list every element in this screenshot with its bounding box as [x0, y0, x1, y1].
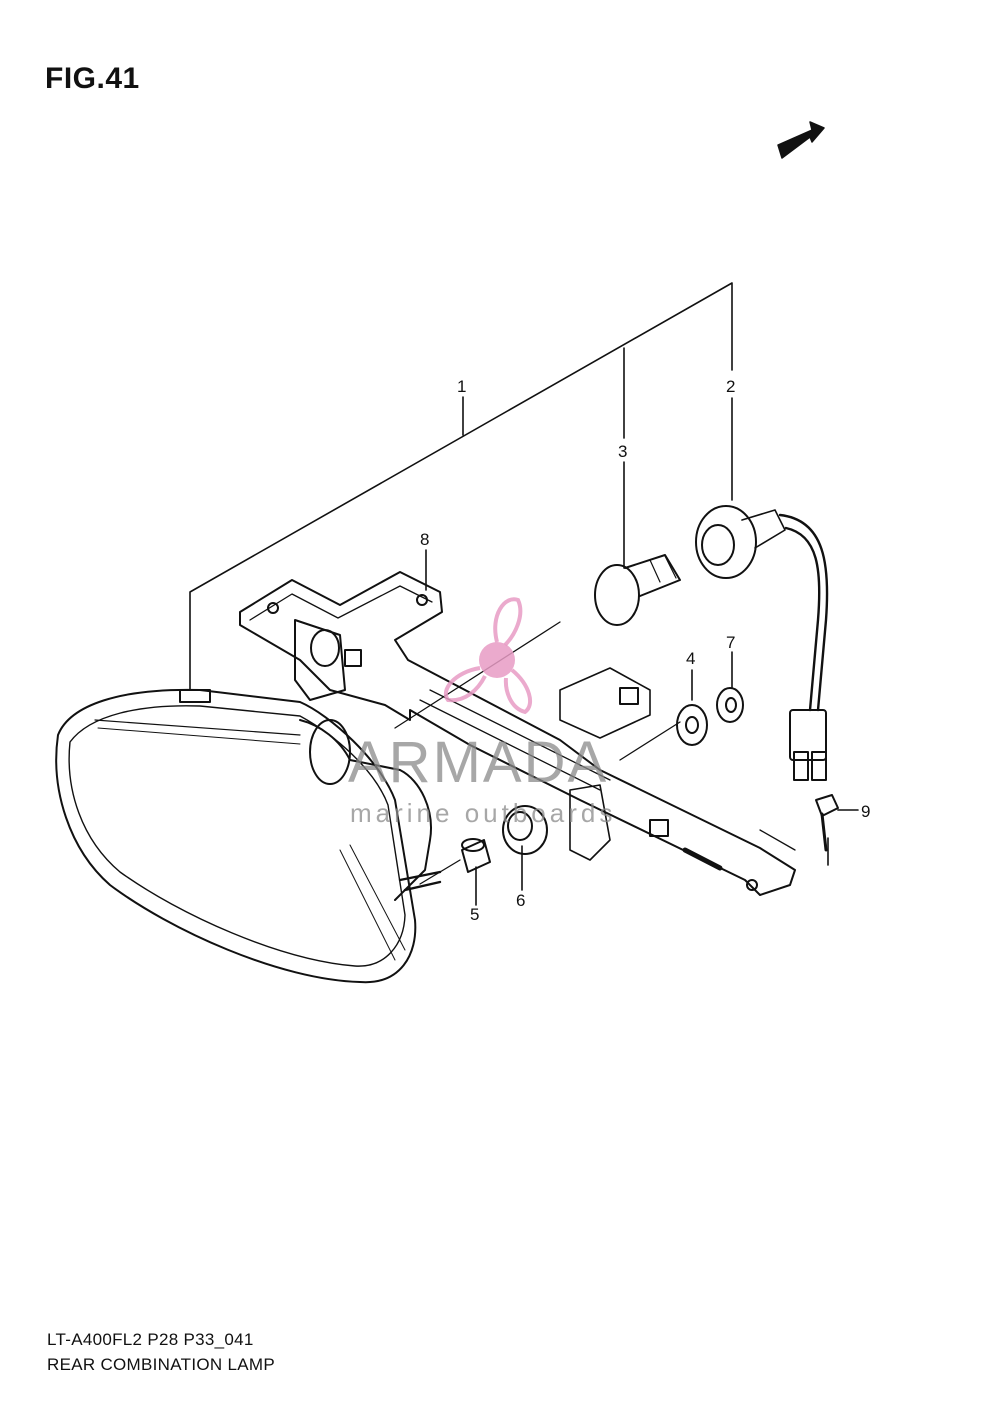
nut	[716, 687, 744, 723]
washer	[676, 704, 708, 746]
callout-2: 2	[726, 377, 735, 396]
callout-6: 6	[516, 891, 525, 910]
socket-harness	[695, 505, 829, 781]
callout-8: 8	[420, 530, 429, 549]
watermark-brand: ARMADA	[348, 730, 608, 795]
bolt	[815, 794, 839, 852]
figure-code: LT-A400FL2 P28 P33_041	[47, 1330, 254, 1349]
grommet	[502, 805, 548, 855]
lamp-bracket	[239, 571, 796, 896]
figure-title: FIG.41	[45, 62, 140, 95]
callout-4: 4	[686, 649, 695, 668]
callout-9: 9	[861, 802, 870, 821]
callout-3: 3	[618, 442, 627, 461]
propeller-logo-icon	[444, 597, 533, 715]
figure-name: REAR COMBINATION LAMP	[47, 1355, 275, 1374]
callout-5: 5	[470, 905, 479, 924]
watermark-tagline: marine outboards	[350, 798, 616, 828]
watermark: ARMADA marine outboards	[348, 597, 616, 828]
collar	[461, 838, 491, 873]
bulb	[594, 554, 681, 626]
lamp-housing	[55, 688, 442, 984]
callout-7: 7	[726, 633, 735, 652]
callout-1: 1	[457, 377, 466, 396]
fwd-arrow-icon	[777, 121, 825, 159]
